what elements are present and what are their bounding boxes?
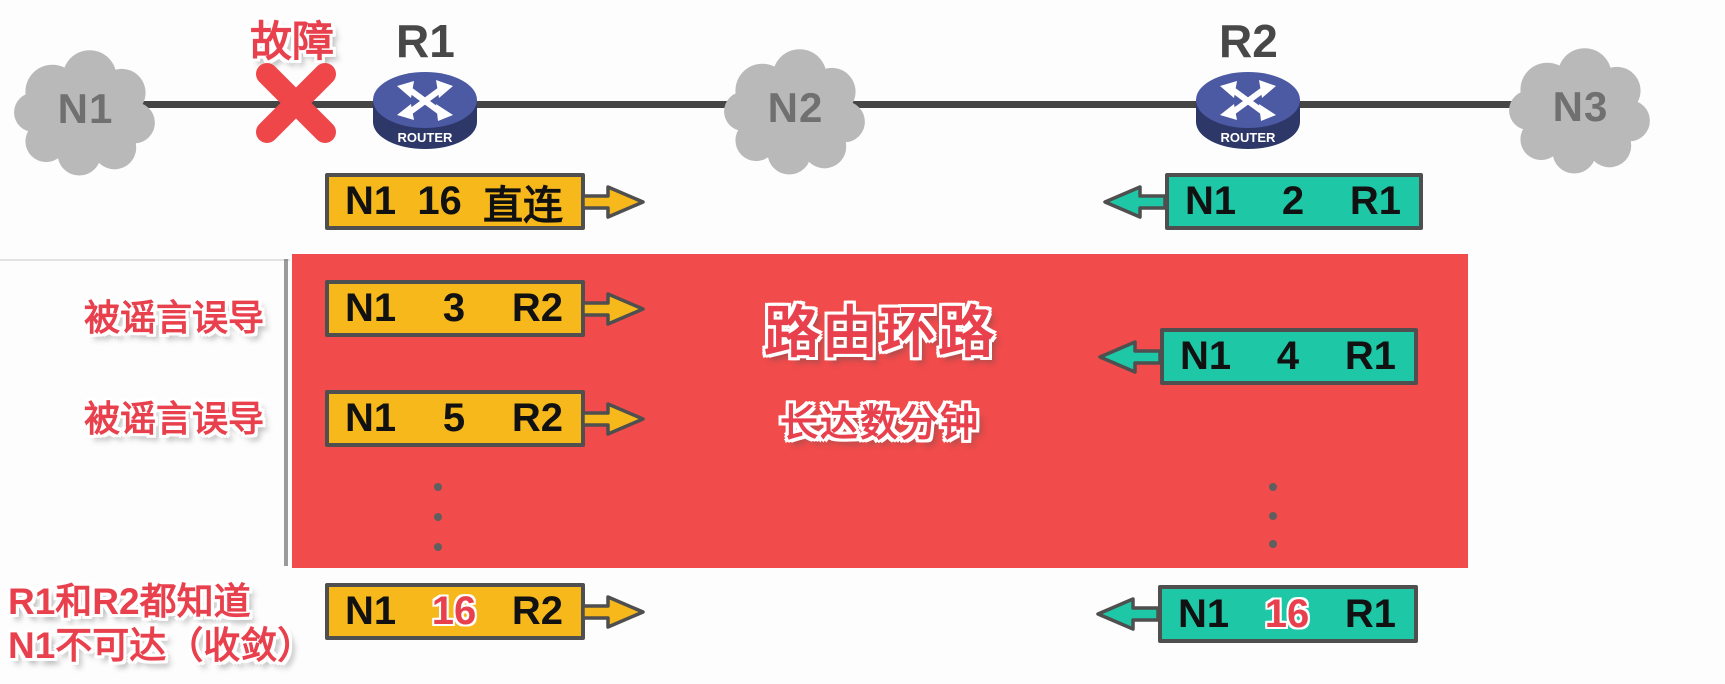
ellipsis-dot bbox=[434, 543, 442, 551]
failure-x-icon bbox=[251, 58, 341, 148]
arrow-right-icon bbox=[581, 595, 645, 629]
loop-title: 路由环路 bbox=[764, 301, 996, 364]
network-cloud-n1: N1 bbox=[13, 44, 158, 176]
ellipsis-dot bbox=[434, 483, 442, 491]
route-via: R1 bbox=[1344, 591, 1396, 636]
route-metric: 16 bbox=[417, 179, 462, 223]
route-via: R2 bbox=[511, 396, 563, 440]
route-metric-alert: 16 bbox=[431, 589, 477, 633]
route-dest: N1 bbox=[345, 286, 397, 330]
route-metric: 3 bbox=[442, 286, 466, 330]
cloud-n3-label: N3 bbox=[1552, 83, 1609, 130]
route-update-r1-misled-2: N1 5 R2 bbox=[325, 390, 585, 447]
router-r1-label: R1 bbox=[396, 15, 455, 67]
convergence-label-line1: R1和R2都知道 bbox=[8, 581, 251, 622]
loop-subtitle: 长达数分钟 bbox=[779, 403, 980, 445]
route-update-r1-initial: N1 16 直连 bbox=[325, 173, 585, 230]
route-update-r1-misled-1: N1 3 R2 bbox=[325, 280, 585, 337]
arrow-left-icon bbox=[1098, 340, 1162, 374]
route-dest: N1 bbox=[345, 589, 397, 633]
route-dest: N1 bbox=[345, 179, 397, 223]
router-caption: ROUTER bbox=[398, 130, 454, 145]
router-caption: ROUTER bbox=[1221, 130, 1277, 145]
panel-right-edge bbox=[284, 259, 288, 566]
ellipsis-dot bbox=[1269, 512, 1277, 520]
route-via: R1 bbox=[1344, 334, 1396, 378]
cloud-icon bbox=[1509, 48, 1650, 174]
route-update-r1-final: N1 16 R2 bbox=[325, 583, 585, 640]
rumor-label-1: 被谣言误导 bbox=[84, 297, 265, 338]
route-update-r2-initial: N1 2 R1 bbox=[1165, 173, 1423, 230]
network-cloud-n2: N2 bbox=[723, 43, 868, 175]
router-icon-r1: ROUTER bbox=[373, 72, 477, 149]
cloud-n1-label: N1 bbox=[57, 85, 114, 132]
cloud-icon bbox=[14, 50, 155, 176]
route-dest: N1 bbox=[345, 396, 397, 440]
cloud-n2-label: N2 bbox=[767, 84, 824, 131]
router-icon-r2: ROUTER bbox=[1196, 72, 1300, 149]
route-metric: 4 bbox=[1276, 334, 1300, 378]
route-via: R1 bbox=[1349, 179, 1401, 223]
arrow-right-icon bbox=[581, 292, 645, 326]
ellipsis-dot bbox=[434, 513, 442, 521]
route-dest: N1 bbox=[1178, 591, 1230, 636]
arrow-left-icon bbox=[1096, 597, 1160, 631]
route-update-r2-final: N1 16 R1 bbox=[1158, 585, 1418, 643]
cloud-icon bbox=[724, 49, 865, 175]
route-update-r2-misled: N1 4 R1 bbox=[1160, 328, 1418, 385]
route-via: R2 bbox=[511, 286, 563, 330]
network-cloud-n3: N3 bbox=[1508, 42, 1653, 174]
ellipsis-dot bbox=[1269, 483, 1277, 491]
arrow-right-icon bbox=[581, 402, 645, 436]
router-r2-label: R2 bbox=[1219, 15, 1278, 67]
arrow-left-icon bbox=[1103, 185, 1167, 219]
route-metric: 5 bbox=[442, 396, 466, 440]
arrow-right-icon bbox=[581, 185, 645, 219]
route-dest: N1 bbox=[1180, 334, 1232, 378]
panel-top-hairline bbox=[0, 259, 290, 261]
route-via: 直连 bbox=[482, 183, 563, 228]
rumor-label-2: 被谣言误导 bbox=[84, 398, 265, 439]
route-metric: 2 bbox=[1281, 179, 1305, 223]
convergence-label-line2: N1不可达（收敛） bbox=[8, 625, 315, 666]
route-metric-alert: 16 bbox=[1264, 591, 1310, 636]
route-via: R2 bbox=[511, 589, 563, 633]
failure-label: 故障 bbox=[250, 18, 335, 65]
ellipsis-dot bbox=[1269, 540, 1277, 548]
route-dest: N1 bbox=[1185, 179, 1237, 223]
